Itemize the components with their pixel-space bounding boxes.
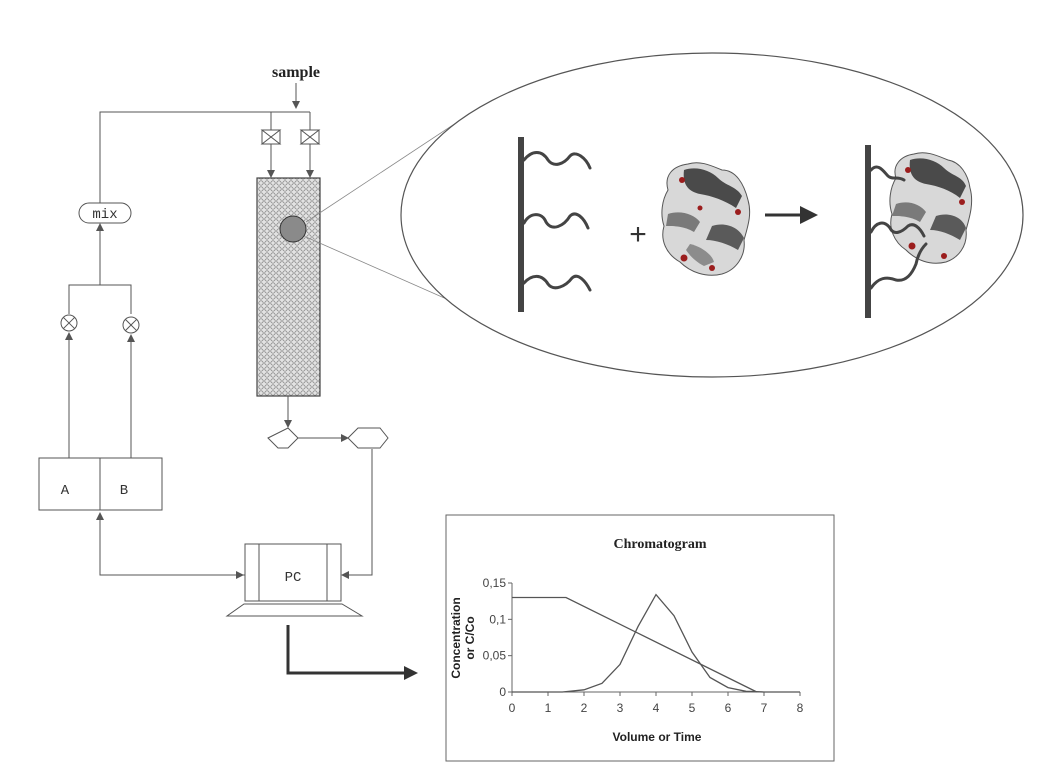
chart-x-tick-label: 3 — [617, 701, 624, 715]
mixer-label: mix — [92, 207, 117, 223]
chart-y-axis-label-line1: Concentration — [449, 597, 463, 678]
protein-icon — [661, 162, 751, 276]
tank-a-label: A — [61, 483, 70, 499]
chart-plot: 0 1 2 3 4 5 6 7 8 0 0,05 0,1 0,15 — [483, 576, 804, 715]
chart-x-axis-label: Volume or Time — [613, 730, 702, 744]
bound-protein-icon — [889, 152, 973, 264]
chart-y-axis-label-line2: or C/Co — [463, 616, 477, 659]
ligand-chains-left — [522, 151, 592, 292]
support-surface-left — [518, 137, 524, 312]
chart-x-tick-label: 4 — [653, 701, 660, 715]
chart-x-tick-label: 8 — [797, 701, 804, 715]
zoom-line-top — [305, 116, 466, 223]
chart-y-tick-label: 0 — [499, 685, 506, 699]
valve-right-icon[interactable] — [299, 129, 321, 145]
detector-hexagon-icon[interactable] — [347, 427, 389, 449]
mix-to-column-pipe — [99, 111, 310, 203]
detector-to-pc-line — [341, 449, 373, 579]
chart-x-tick-label: 6 — [725, 701, 732, 715]
pc-output-arrow — [286, 625, 405, 675]
chromatogram-frame — [445, 514, 835, 762]
chart-title: Chromatogram — [613, 537, 706, 552]
chart-series-line-2 — [512, 593, 800, 693]
tank-b-label: B — [120, 483, 128, 499]
chart-x-tick-label: 5 — [689, 701, 696, 715]
chart-series-line-1 — [512, 596, 758, 693]
chart-x-tick-label: 1 — [545, 701, 552, 715]
chart-x-tick-label: 7 — [761, 701, 768, 715]
pc-output-arrowhead — [404, 666, 418, 680]
sample-label: sample — [272, 64, 320, 81]
pump-b-icon[interactable] — [122, 316, 140, 334]
chart-x-tick-label: 0 — [509, 701, 516, 715]
chart-y-tick-label: 0,1 — [489, 612, 506, 626]
pump-manifold — [68, 284, 132, 314]
pc-label: PC — [285, 570, 302, 586]
pc-to-tanks-line — [96, 512, 245, 576]
support-surface-right — [865, 145, 871, 318]
pump-a-icon[interactable] — [60, 314, 78, 332]
plus-sign: + — [629, 218, 647, 251]
valve-left-icon[interactable] — [260, 129, 282, 145]
detector-diamond-icon[interactable] — [267, 427, 299, 449]
chart-y-tick-label: 0,15 — [483, 576, 507, 590]
pc-computer-icon[interactable] — [225, 543, 364, 617]
chromatography-column — [256, 177, 321, 397]
resin-bead-icon — [279, 215, 307, 243]
chart-x-tick-label: 2 — [581, 701, 588, 715]
mixer-node[interactable] — [78, 202, 132, 224]
chart-y-tick-label: 0,05 — [483, 649, 507, 663]
ligand-chains-bound — [869, 165, 928, 290]
